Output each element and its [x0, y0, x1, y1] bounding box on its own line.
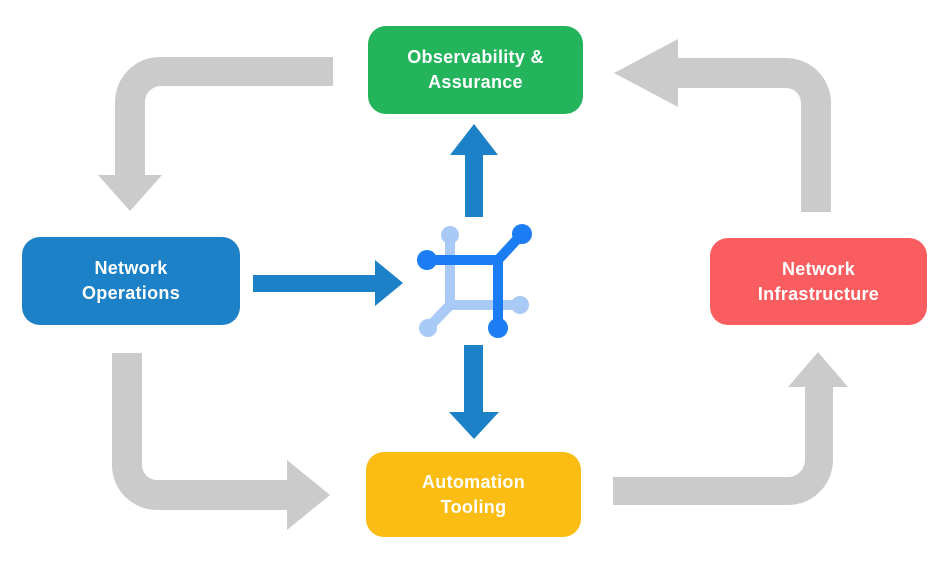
node-label-line: Infrastructure	[757, 283, 880, 304]
node-automation-tooling: Automation Tooling	[366, 452, 581, 537]
icon-node-dot	[441, 226, 459, 244]
icon-node-dot	[419, 319, 437, 337]
cycle-arrow-observability-to-operations	[98, 57, 333, 211]
icon-primary-nodes	[417, 224, 532, 338]
node-label-line: Network	[781, 258, 856, 279]
node-label-line: Assurance	[428, 72, 523, 92]
node-network-operations: Network Operations	[22, 237, 240, 325]
flow-arrows	[253, 124, 499, 439]
icon-node-dot	[511, 296, 529, 314]
node-network-infrastructure: Network Infrastructure	[710, 238, 927, 325]
node-label-line: Operations	[81, 283, 181, 303]
cycle-arrow-infrastructure-to-observability	[614, 39, 831, 212]
flow-arrow-operations-to-center	[253, 260, 403, 306]
icon-node-dot	[512, 224, 532, 244]
cycle-arrow-automation-to-infrastructure	[613, 352, 848, 505]
icon-node-dot	[488, 318, 508, 338]
flow-arrow-center-to-observability	[450, 124, 498, 217]
node-label-line: Tooling	[440, 496, 507, 517]
icon-secondary-nodes	[419, 226, 529, 337]
node-label-line: Automation	[422, 471, 525, 492]
node-label-line: Observability &	[407, 47, 544, 67]
node-label-line: Network	[94, 258, 168, 278]
cycle-arrows	[98, 39, 848, 530]
icon-node-dot	[417, 250, 437, 270]
network-fabric-icon	[417, 224, 532, 338]
flow-arrow-center-to-automation	[449, 345, 499, 439]
cycle-arrow-operations-to-automation	[112, 353, 330, 530]
node-observability-assurance: Observability & Assurance	[368, 26, 583, 114]
